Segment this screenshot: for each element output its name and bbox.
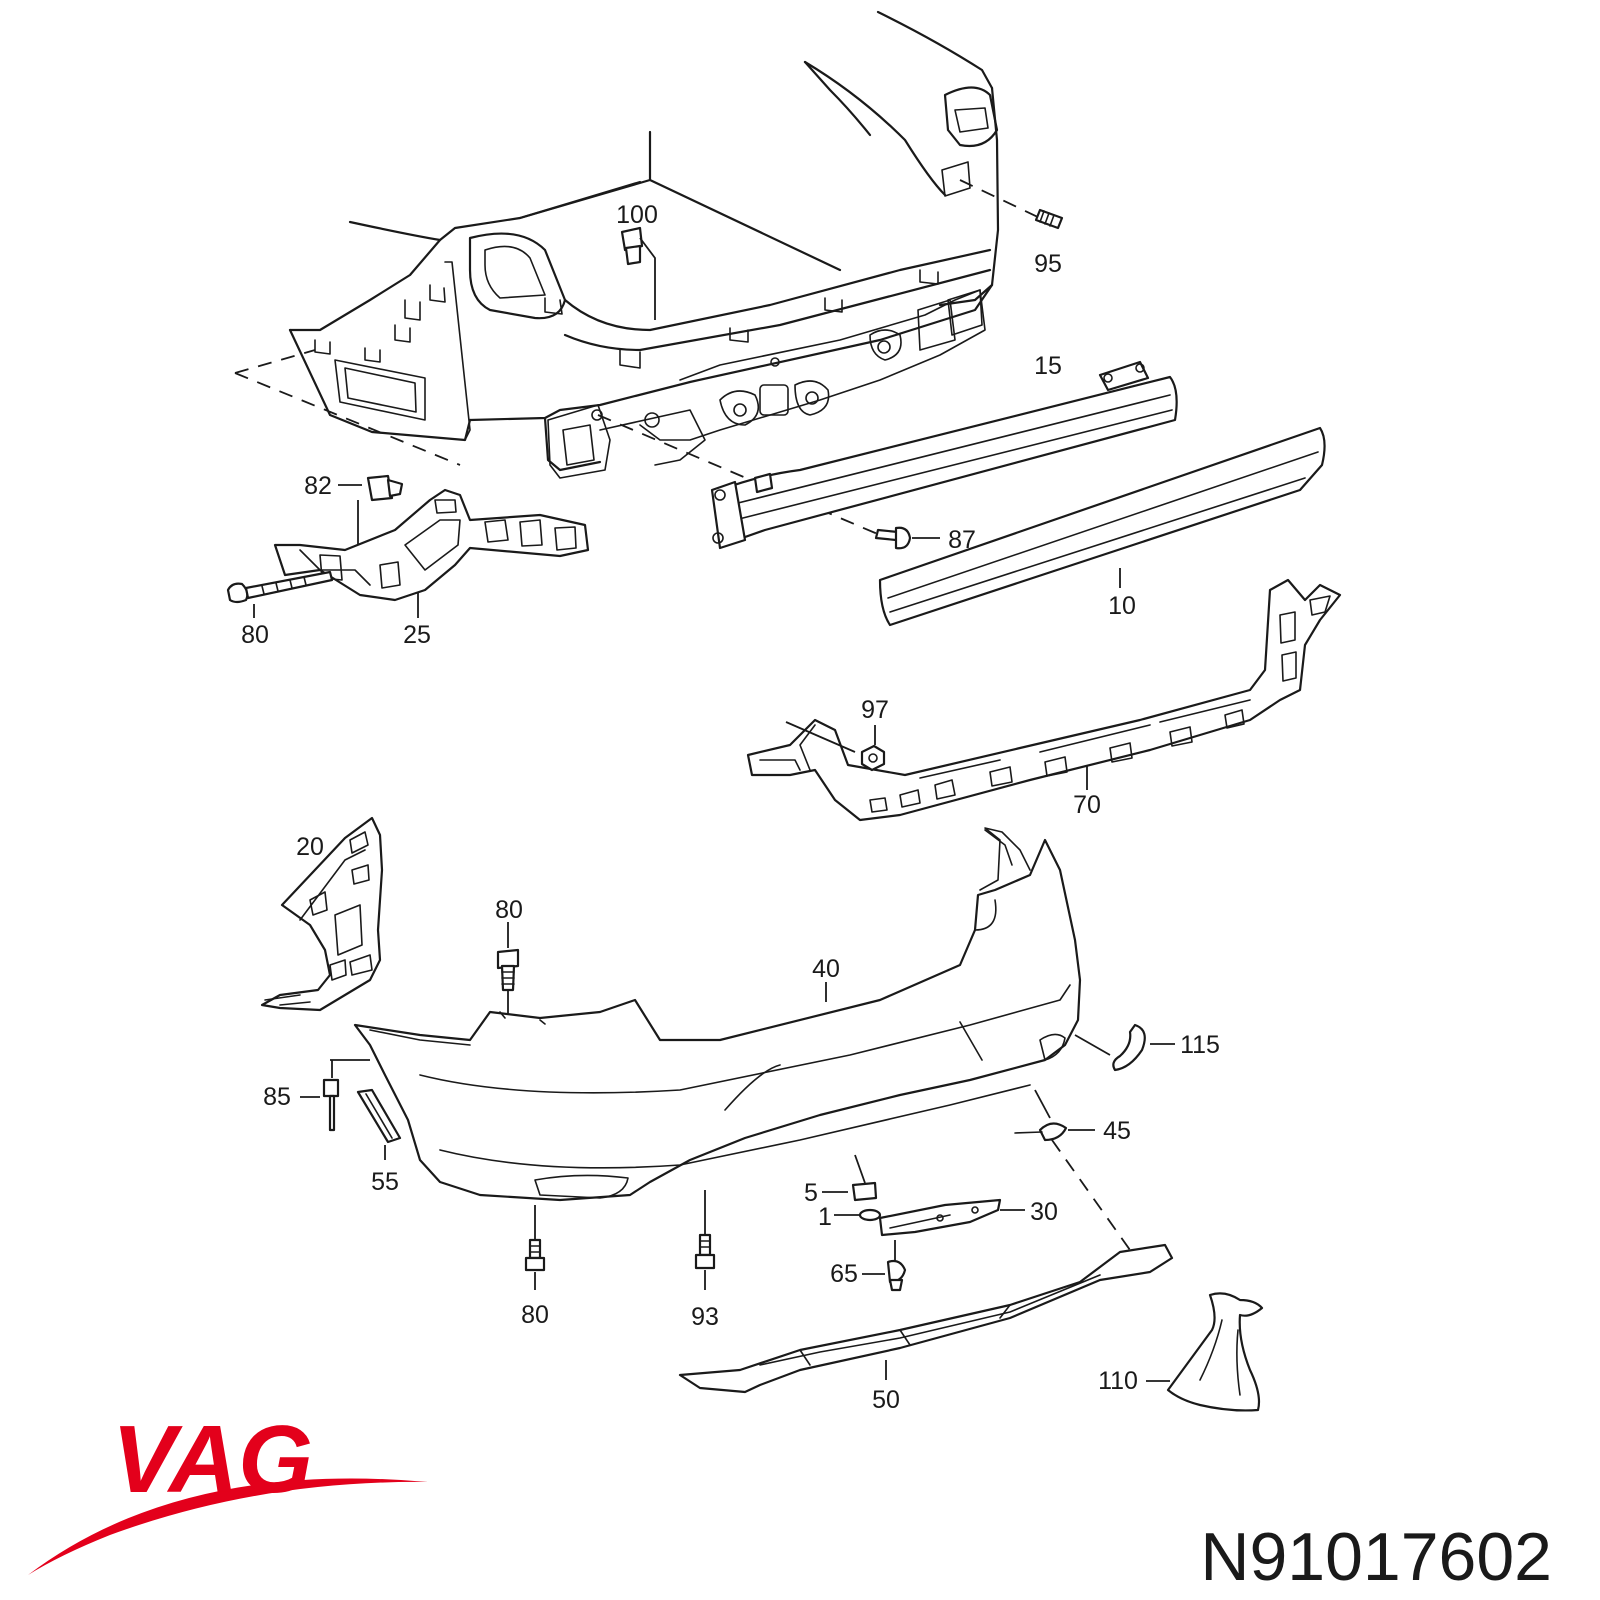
part-55-reflector-strip [356, 1088, 402, 1160]
part-87-bolt [874, 526, 940, 550]
vag-logo: VAG [28, 1406, 428, 1575]
callout-25: 25 [403, 621, 431, 649]
callout-80-upper: 80 [241, 621, 269, 649]
callout-115: 115 [1180, 1031, 1220, 1059]
callout-1: 1 [818, 1203, 832, 1231]
callout-93: 93 [691, 1303, 719, 1331]
part-97-nut [785, 721, 886, 772]
part-110-boot [1146, 1292, 1264, 1412]
callout-80-lower: 80 [521, 1301, 549, 1329]
callout-110: 110 [1098, 1367, 1138, 1395]
callout-50: 50 [872, 1386, 900, 1414]
part-25-side-bracket [273, 488, 590, 618]
part-5-clip [822, 1154, 878, 1202]
callout-80-middle: 80 [495, 896, 523, 924]
callout-87: 87 [948, 526, 976, 554]
callout-55: 55 [371, 1168, 399, 1196]
part-70-bumper-carrier [746, 578, 1342, 822]
callout-82: 82 [304, 472, 332, 500]
callout-97: 97 [861, 696, 889, 724]
part-10-bumper-beam [878, 426, 1326, 627]
logo-swoosh [28, 1478, 428, 1575]
part-40-bumper-cover [353, 827, 1082, 1202]
part-82-clip [338, 474, 404, 545]
logo-text: VAG [112, 1406, 313, 1513]
part-65-clip [862, 1240, 907, 1292]
callout-70: 70 [1073, 791, 1101, 819]
callout-100: 100 [616, 201, 658, 229]
rear-body-shell [234, 10, 1041, 536]
callout-30: 30 [1030, 1198, 1058, 1226]
callout-5: 5 [804, 1179, 818, 1207]
part-30-cover-plate [878, 1198, 1025, 1237]
callout-labels: 100 95 15 82 87 10 80 25 97 70 20 80 40 … [241, 201, 1220, 1414]
part-number: N91017602 [1200, 1519, 1552, 1595]
callout-40: 40 [812, 955, 840, 983]
part-45-grommet [1014, 1089, 1131, 1251]
callout-15: 15 [1034, 352, 1062, 380]
part-1-washer [834, 1208, 882, 1222]
part-93-screw [694, 1190, 716, 1290]
part-100-bolt [620, 226, 656, 320]
callout-85: 85 [263, 1083, 291, 1111]
callout-45: 45 [1103, 1117, 1131, 1145]
part-80-screw-lower [524, 1205, 546, 1290]
part-95-stud [1034, 208, 1064, 230]
callout-20: 20 [296, 833, 324, 861]
part-80-screw-middle [496, 922, 520, 1015]
callout-10: 10 [1108, 592, 1136, 620]
part-20-side-guide [260, 816, 384, 1012]
part-15-energy-absorber [710, 360, 1178, 550]
callout-65: 65 [830, 1260, 858, 1288]
part-80-screw-upper [226, 570, 334, 618]
part-85-expansion-rivet [300, 1059, 370, 1132]
part-50-diffuser [678, 1243, 1174, 1394]
callout-95: 95 [1034, 250, 1062, 278]
part-115-trim-strip [1074, 1023, 1175, 1072]
